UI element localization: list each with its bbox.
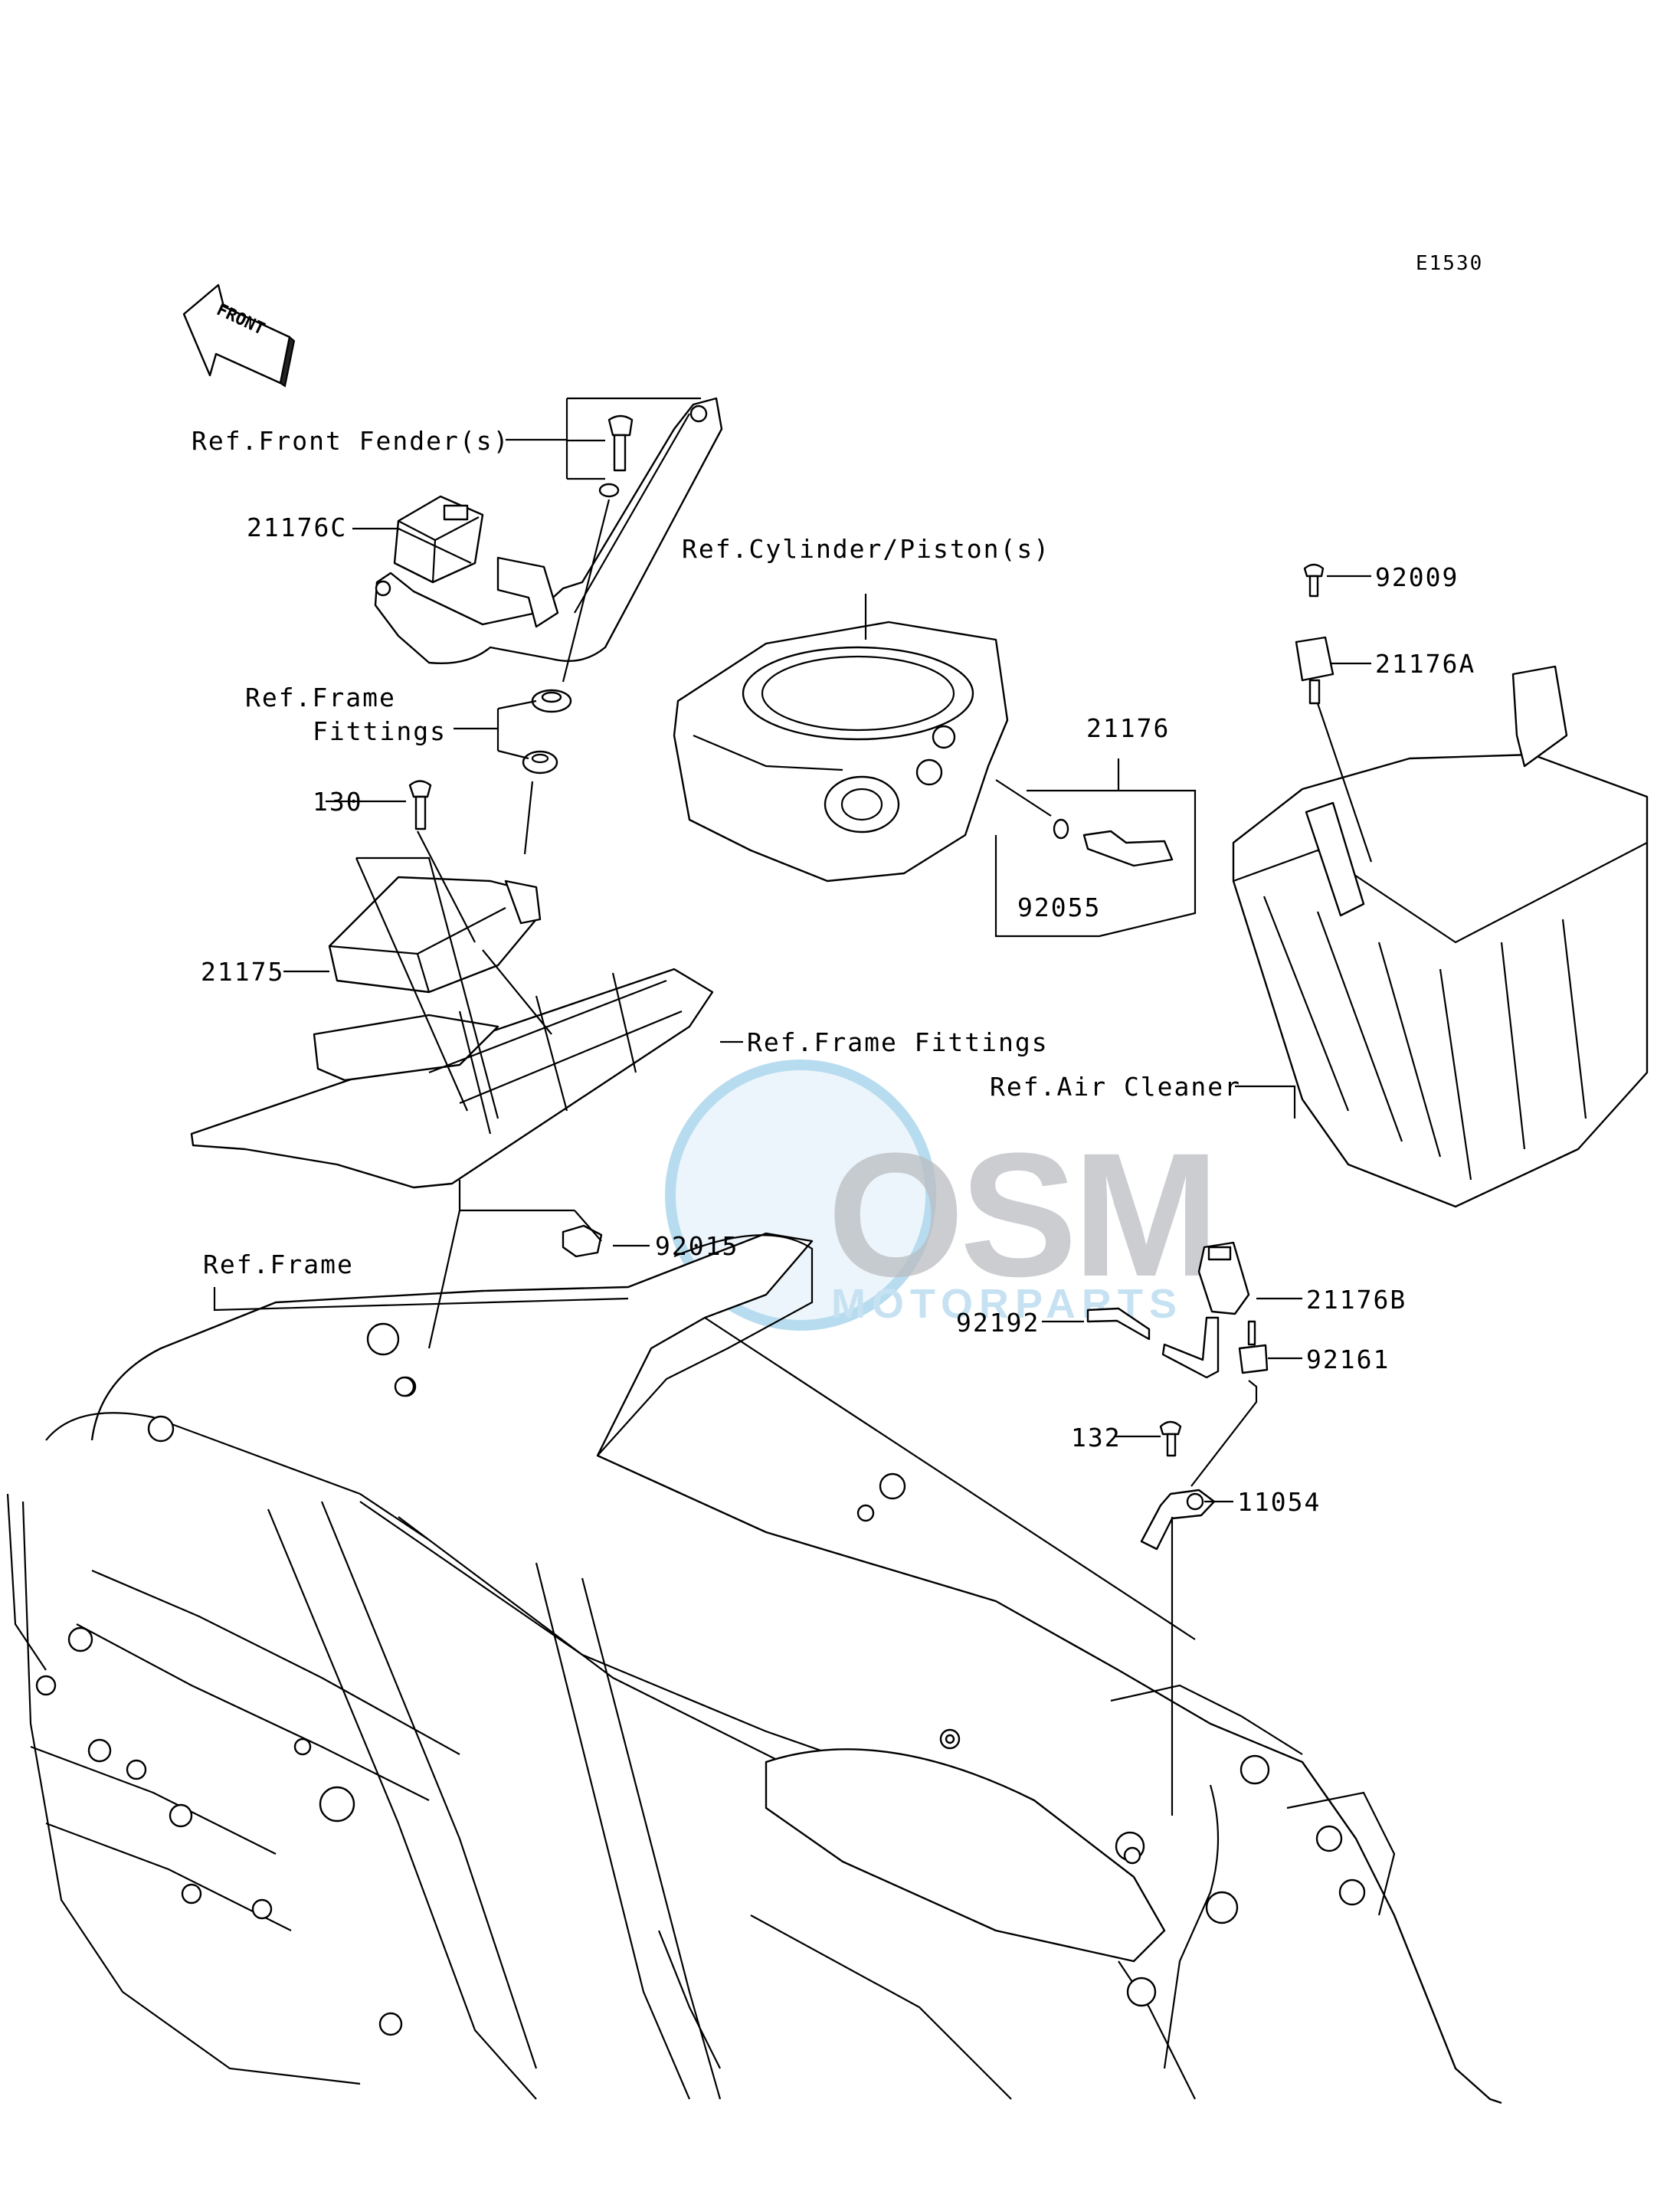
washer-icon: [598, 483, 620, 498]
part-21176-label: 21176: [1086, 713, 1170, 743]
sensor-21176b: [1197, 1241, 1250, 1315]
leader-lines: [213, 397, 1371, 1503]
front-arrow-icon: FRONT: [182, 283, 296, 388]
ref-frame-fittings-label-2: Fittings: [313, 716, 447, 746]
cylinder: [673, 621, 1009, 883]
fitting-92161-icon: [1238, 1320, 1269, 1374]
sensor-21176c: [393, 495, 484, 584]
leader-21176: [995, 779, 1052, 817]
ref-frame-fittings-label: Ref.Frame Fittings: [747, 1027, 1049, 1057]
screw-92009-icon: [1303, 563, 1325, 598]
diagram-code: E1530: [1416, 252, 1483, 275]
part-132-label: 132: [1071, 1423, 1122, 1453]
ecu-21175: [328, 876, 542, 994]
part-92009-label: 92009: [1375, 562, 1459, 592]
bolt-icon: [607, 414, 634, 472]
watermark-brand: OSM: [827, 1116, 1215, 1313]
hose-92192: [1086, 1307, 1220, 1379]
frame: [6, 1232, 1502, 2104]
part-130-label: 130: [313, 787, 363, 817]
grommet-icon: [522, 689, 572, 775]
part-21176c-label: 21176C: [247, 513, 347, 542]
bolt-130-icon: [408, 780, 432, 830]
bracket-21176: [994, 789, 1197, 938]
part-11054-label: 11054: [1237, 1487, 1321, 1517]
part-21175-label: 21175: [201, 957, 284, 987]
fender-bracket: [374, 397, 723, 664]
part-21176b-label: 21176B: [1306, 1285, 1407, 1315]
ref-frame-label: Ref.Frame: [203, 1250, 354, 1279]
part-92055-label: 92055: [1017, 893, 1101, 922]
part-92015-label: 92015: [655, 1231, 738, 1261]
part-92161-label: 92161: [1306, 1345, 1390, 1374]
bracket-11054: [1140, 1489, 1216, 1551]
bolt-132-icon: [1159, 1420, 1182, 1457]
sensor-21176: [1053, 818, 1174, 867]
sensor-21176a: [1295, 636, 1373, 863]
clip-92015-icon: [562, 1224, 603, 1258]
ref-air-cleaner-label: Ref.Air Cleaner: [990, 1072, 1241, 1102]
ref-frame-fittings-label-1: Ref.Frame: [245, 683, 396, 712]
labels: Ref.Front Fender(s) 21176C Ref.Frame Fit…: [192, 426, 1475, 1517]
part-92192-label: 92192: [956, 1308, 1040, 1338]
air-cleaner-box: [1232, 665, 1649, 1208]
part-21176a-label: 21176A: [1375, 649, 1475, 679]
ecu-tray: [190, 968, 714, 1189]
ref-cylinder-piston-label: Ref.Cylinder/Piston(s): [682, 534, 1050, 564]
ref-front-fender-label: Ref.Front Fender(s): [192, 426, 510, 456]
